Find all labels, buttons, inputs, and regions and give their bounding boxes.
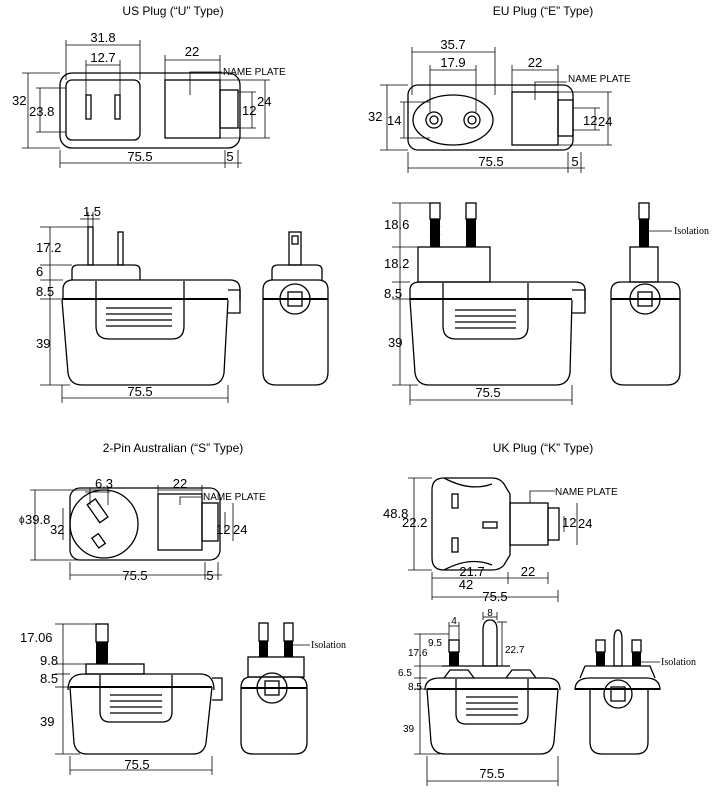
eu-end-view: [610, 202, 681, 386]
dim-us-39: 39: [36, 336, 50, 351]
dim-us-23-8: 23.8: [29, 104, 54, 119]
dim-eu-32: 32: [368, 109, 382, 124]
dim-au-24: 24: [233, 522, 247, 537]
dim-us-24: 24: [257, 94, 271, 109]
dim-us-31-8: 31.8: [90, 30, 115, 45]
dim-uk-39: 39: [403, 724, 415, 735]
uk-top-view: [408, 477, 578, 602]
dim-uk-22-7: 22.7: [505, 645, 525, 656]
dim-eu-24: 24: [598, 114, 612, 129]
dim-uk-75-5: 75.5: [482, 589, 507, 604]
dim-uk-8: 8: [487, 608, 493, 619]
dim-eu-39: 39: [388, 335, 402, 350]
dim-us-12: 12: [242, 103, 256, 118]
au-side-view: [55, 623, 223, 775]
dim-us-22: 22: [185, 44, 199, 59]
title-us-plug: US Plug (“U” Type): [122, 4, 223, 18]
eu-top-view: [380, 47, 612, 173]
dim-eu-18-2: 18.2: [384, 256, 409, 271]
dim-uk-side-75-5: 75.5: [479, 766, 504, 781]
dim-au-5: 5: [206, 568, 213, 583]
dim-uk-8-5: 8.5: [408, 682, 422, 693]
au-end-view: [240, 622, 310, 755]
title-au-plug: 2-Pin Australian (“S” Type): [103, 441, 244, 455]
title-uk-plug: UK Plug (“K” Type): [493, 441, 593, 455]
dim-eu-17-9: 17.9: [440, 55, 465, 70]
dim-us-1-5: 1.5: [83, 204, 101, 219]
dim-us-5: 5: [226, 149, 233, 164]
dim-eu-12: 12: [583, 113, 597, 128]
dim-au-39: 39: [40, 714, 54, 729]
dim-uk-21-7: 21.7: [459, 564, 484, 579]
title-eu-plug: EU Plug (“E” Type): [493, 4, 593, 18]
dim-uk-42: 42: [459, 577, 473, 592]
dim-uk-48-8: 48.8: [383, 506, 408, 521]
dim-eu-side-75-5: 75.5: [475, 385, 500, 400]
dim-eu-5: 5: [571, 154, 578, 169]
dim-eu-22: 22: [528, 55, 542, 70]
dim-us-6: 6: [36, 264, 43, 279]
dim-au-9-8: 9.8: [40, 653, 58, 668]
us-side-view: [40, 212, 241, 403]
dim-au-17-06: 17.06: [20, 630, 53, 645]
label-au-name-plate: NAME PLATE: [203, 492, 266, 503]
dim-eu-35-7: 35.7: [440, 37, 465, 52]
au-top-view: [30, 485, 234, 580]
uk-end-view: [574, 629, 661, 755]
dim-us-32: 32: [12, 93, 26, 108]
dim-us-8-5: 8.5: [36, 284, 54, 299]
dim-au-8-5: 8.5: [40, 671, 58, 686]
dim-au-12: 12: [216, 522, 230, 537]
dim-uk-17-6: 17.6: [408, 648, 428, 659]
dim-au-75-5: 75.5: [122, 568, 147, 583]
label-eu-isolation: Isolation: [674, 226, 709, 237]
label-uk-name-plate: NAME PLATE: [555, 487, 618, 498]
dim-au-22: 22: [173, 476, 187, 491]
dim-eu-75-5: 75.5: [478, 154, 503, 169]
dim-uk-9-5: 9.5: [428, 638, 442, 649]
eu-side-view: [392, 202, 586, 405]
label-eu-name-plate: NAME PLATE: [568, 74, 631, 85]
dim-us-side-75-5: 75.5: [127, 384, 152, 399]
dim-us-75-5: 75.5: [127, 149, 152, 164]
dim-au-32: 32: [50, 522, 64, 537]
uk-side-view: [414, 612, 561, 786]
dim-us-12-7: 12.7: [90, 50, 115, 65]
us-end-view: [262, 231, 329, 386]
label-au-isolation: Isolation: [311, 640, 346, 651]
label-uk-isolation: Isolation: [661, 657, 696, 668]
dim-uk-22: 22: [521, 564, 535, 579]
dim-eu-18-6: 18.6: [384, 217, 409, 232]
dim-uk-6-5: 6.5: [398, 668, 412, 679]
dim-eu-8-5: 8.5: [384, 286, 402, 301]
dim-uk-4: 4: [451, 616, 457, 627]
dim-us-17-2: 17.2: [36, 240, 61, 255]
dim-au-39-8: 39.8: [25, 512, 50, 527]
us-top-view: [22, 40, 270, 168]
dim-uk-22-2: 22.2: [402, 515, 427, 530]
dim-eu-14: 14: [387, 113, 401, 128]
dim-uk-24: 24: [578, 516, 592, 531]
dim-au-side-75-5: 75.5: [124, 757, 149, 772]
dim-uk-12: 12: [562, 515, 576, 530]
dim-au-diameter-symbol: ϕ: [19, 515, 25, 526]
label-us-name-plate: NAME PLATE: [223, 67, 286, 78]
dim-au-6-3: 6.3: [95, 476, 113, 491]
